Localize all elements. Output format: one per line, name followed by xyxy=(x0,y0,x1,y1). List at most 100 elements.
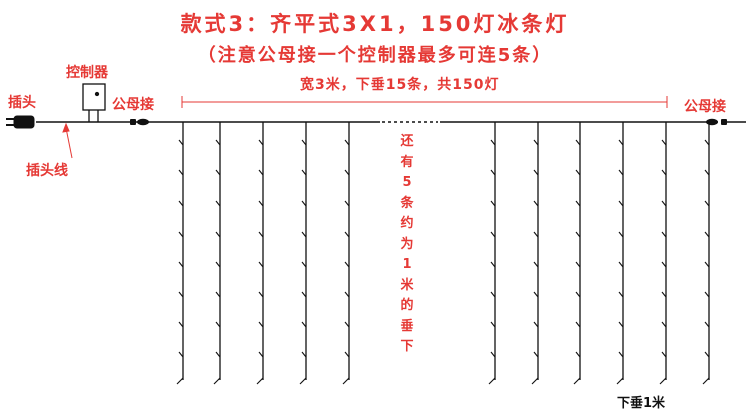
plug-cable-label: 插头线 xyxy=(26,163,68,179)
led-bulb-tick xyxy=(575,351,581,358)
led-bulb-tick xyxy=(301,351,307,358)
controller-label: 控制器 xyxy=(66,65,108,81)
led-bulb-tick xyxy=(661,351,667,358)
led-bulb-tick xyxy=(178,231,184,238)
led-bulb-tick xyxy=(490,139,496,146)
strand-end-tick xyxy=(659,377,667,385)
led-bulb-tick xyxy=(178,351,184,358)
led-bulb-tick xyxy=(344,169,350,176)
plug-cable-pointer xyxy=(62,122,73,159)
led-bulb-tick xyxy=(661,291,667,298)
strand-end-tick xyxy=(573,377,581,385)
vertical-note-char: 的 xyxy=(400,298,414,313)
drop-strand xyxy=(213,122,221,385)
vertical-note-char: 垂 xyxy=(400,318,414,334)
led-bulb-tick xyxy=(575,321,581,328)
strand-end-tick xyxy=(342,377,350,385)
strand-end-tick xyxy=(531,377,539,385)
led-bulb-tick xyxy=(704,261,710,268)
drop-strand xyxy=(659,122,667,385)
connector-left-icon xyxy=(130,118,149,126)
drop-strand xyxy=(176,122,184,385)
led-bulb-tick xyxy=(533,321,539,328)
led-bulb-tick xyxy=(215,321,221,328)
led-bulb-tick xyxy=(618,261,624,268)
led-bulb-tick xyxy=(704,291,710,298)
led-bulb-tick xyxy=(178,169,184,176)
led-bulb-tick xyxy=(344,139,350,146)
led-bulb-tick xyxy=(533,261,539,268)
led-bulb-tick xyxy=(178,139,184,146)
led-bulb-tick xyxy=(344,351,350,358)
led-bulb-tick xyxy=(704,231,710,238)
vertical-note-char: 有 xyxy=(400,154,414,170)
strand-end-tick xyxy=(256,377,264,385)
led-bulb-tick xyxy=(258,321,264,328)
led-bulb-tick xyxy=(575,139,581,146)
led-bulb-tick xyxy=(575,231,581,238)
plug-icon xyxy=(6,115,35,129)
led-bulb-tick xyxy=(704,139,710,146)
led-bulb-tick xyxy=(661,169,667,176)
led-bulb-tick xyxy=(618,351,624,358)
connector-label-left: 公母接 xyxy=(112,97,154,113)
led-bulb-tick xyxy=(618,169,624,176)
plug-label: 插头 xyxy=(8,95,36,111)
led-bulb-tick xyxy=(490,169,496,176)
led-bulb-tick xyxy=(301,231,307,238)
width-dimension-arrow xyxy=(181,96,668,108)
drop-strands xyxy=(176,122,710,385)
led-bulb-tick xyxy=(533,139,539,146)
vertical-note-char: 1 xyxy=(402,257,412,272)
led-bulb-tick xyxy=(661,200,667,207)
led-bulb-tick xyxy=(215,261,221,268)
strand-end-tick xyxy=(176,377,184,385)
led-bulb-tick xyxy=(344,261,350,268)
strand-end-tick xyxy=(488,377,496,385)
drop-strand xyxy=(342,122,350,385)
strand-end-tick xyxy=(616,377,624,385)
led-bulb-tick xyxy=(490,291,496,298)
led-bulb-tick xyxy=(661,231,667,238)
strand-end-tick xyxy=(299,377,307,385)
led-bulb-tick xyxy=(178,321,184,328)
diagram-title: 款式3：齐平式3X1，150灯冰条灯 xyxy=(180,12,570,36)
led-bulb-tick xyxy=(490,200,496,207)
drop-strand xyxy=(573,122,581,385)
led-bulb-tick xyxy=(704,321,710,328)
led-bulb-tick xyxy=(258,139,264,146)
led-bulb-tick xyxy=(178,261,184,268)
size-spec: 宽3米，下垂15条，共150灯 xyxy=(300,77,500,93)
led-bulb-tick xyxy=(215,139,221,146)
led-bulb-tick xyxy=(344,231,350,238)
led-bulb-tick xyxy=(344,291,350,298)
led-bulb-tick xyxy=(575,200,581,207)
led-bulb-tick xyxy=(215,200,221,207)
vertical-note-char: 为 xyxy=(400,236,414,252)
led-bulb-tick xyxy=(704,200,710,207)
vertical-note-char: 还 xyxy=(400,134,414,149)
led-bulb-tick xyxy=(301,169,307,176)
led-bulb-tick xyxy=(661,321,667,328)
led-bulb-tick xyxy=(618,200,624,207)
led-bulb-tick xyxy=(344,200,350,207)
led-bulb-tick xyxy=(258,231,264,238)
led-bulb-tick xyxy=(575,291,581,298)
led-bulb-tick xyxy=(575,169,581,176)
led-bulb-tick xyxy=(301,139,307,146)
led-bulb-tick xyxy=(301,321,307,328)
led-bulb-tick xyxy=(301,261,307,268)
led-bulb-tick xyxy=(533,231,539,238)
led-bulb-tick xyxy=(533,200,539,207)
strand-end-tick xyxy=(702,377,710,385)
led-bulb-tick xyxy=(215,351,221,358)
led-bulb-tick xyxy=(618,291,624,298)
vertical-note-char: 5 xyxy=(402,175,412,190)
connector-right-icon xyxy=(706,118,746,126)
connector-label-right: 公母接 xyxy=(684,99,726,115)
led-bulb-tick xyxy=(215,169,221,176)
drop-strand xyxy=(531,122,539,385)
drop-strand xyxy=(488,122,496,385)
led-bulb-tick xyxy=(258,261,264,268)
